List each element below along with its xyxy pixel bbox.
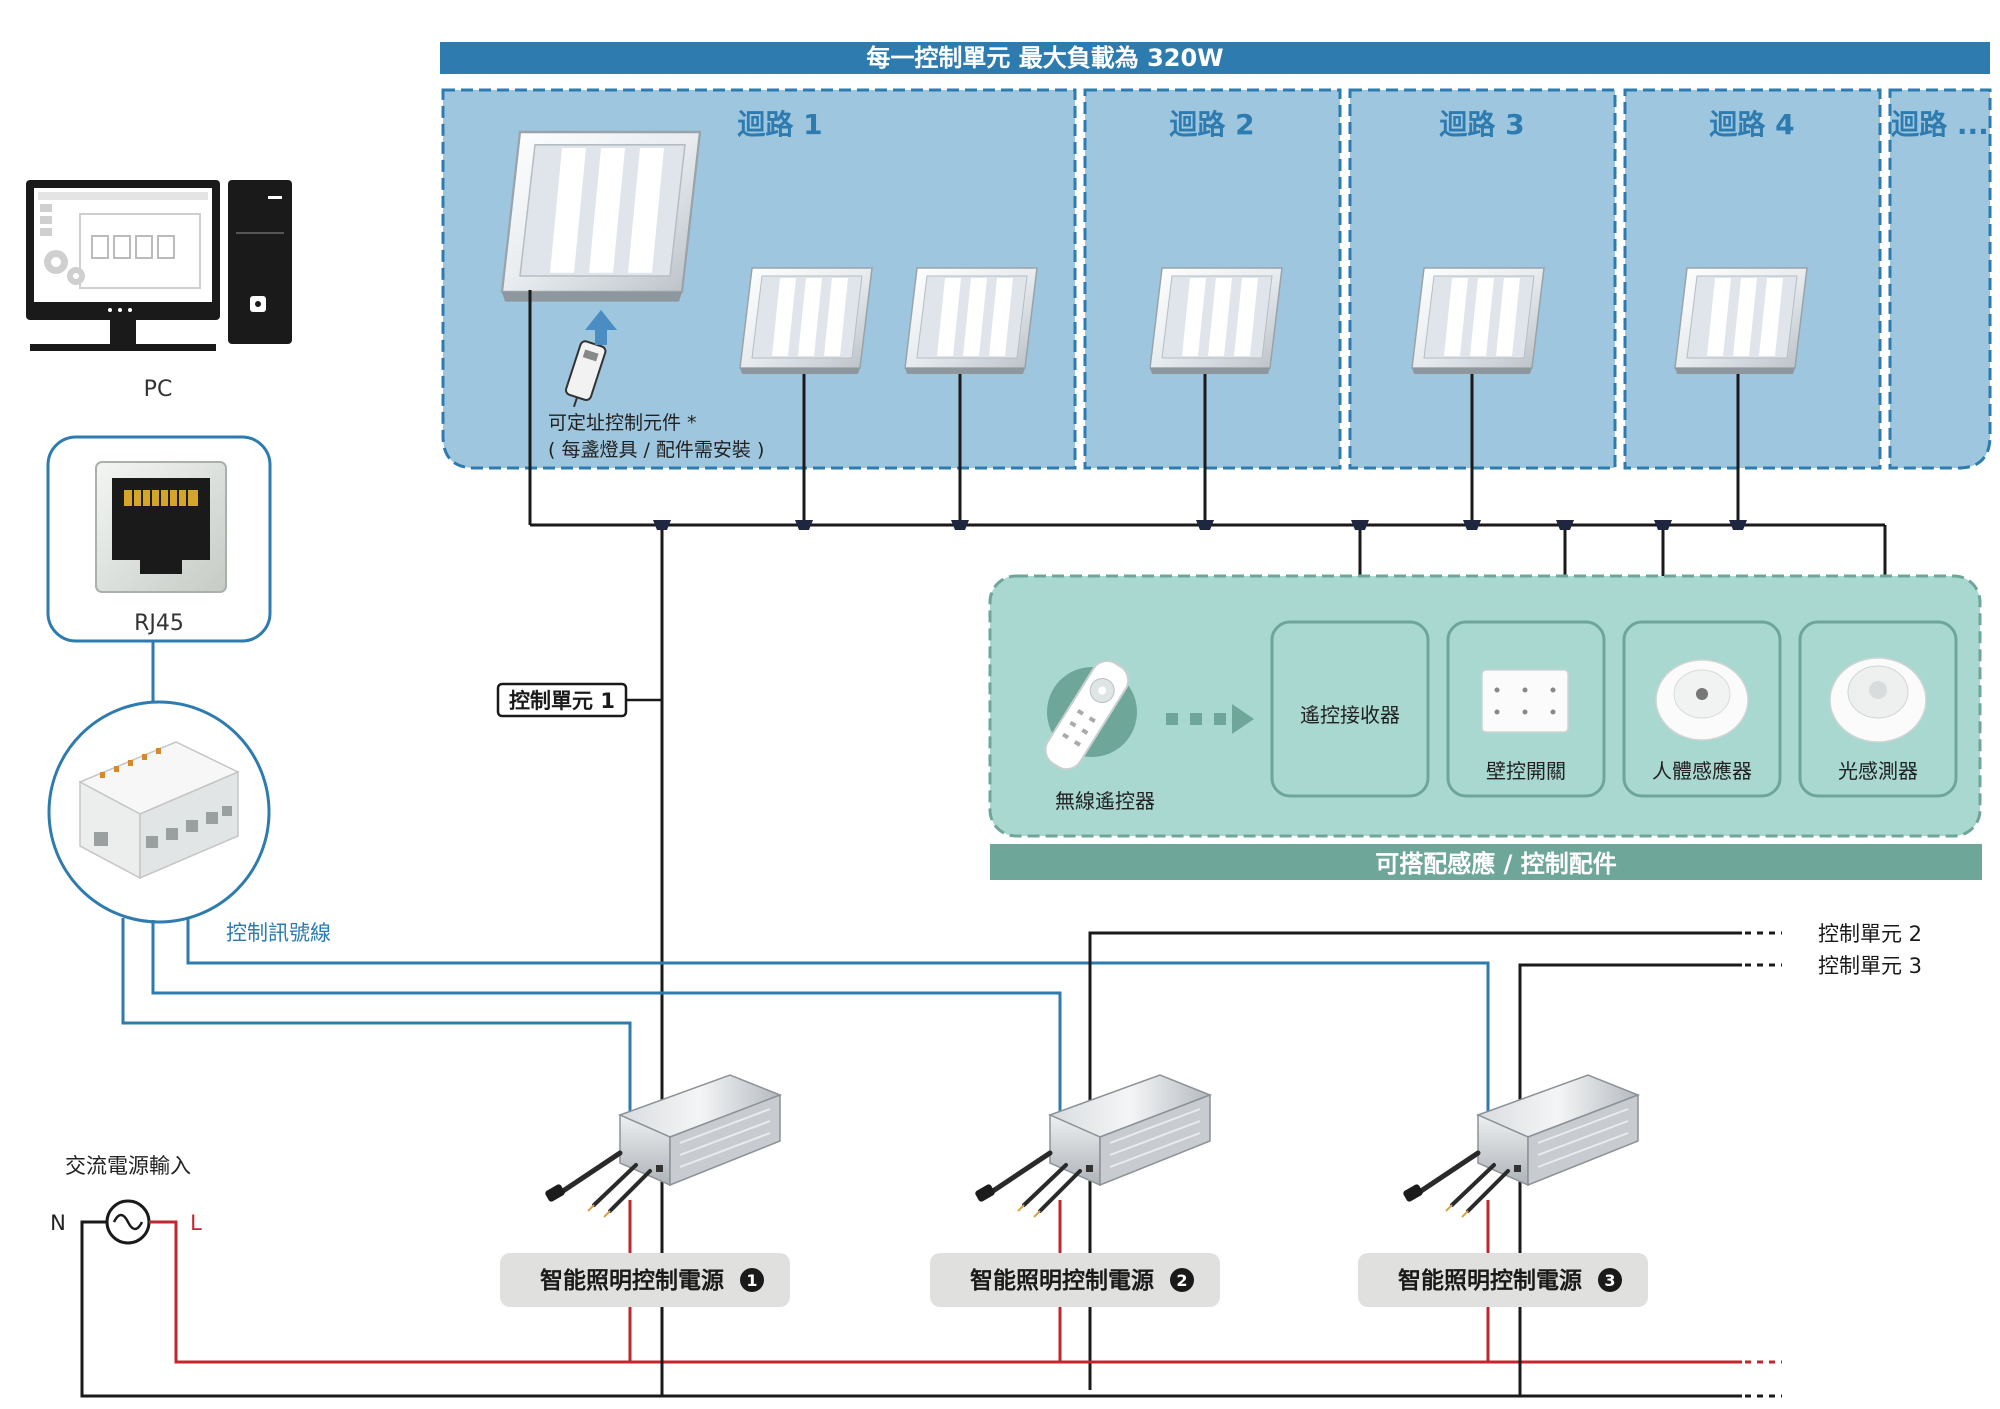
accessory-footer-bar <box>990 844 1982 880</box>
signal-wires <box>121 917 1490 1120</box>
addressable-note-line2: ( 每盞燈具 / 配件需安裝 ) <box>548 439 764 461</box>
control-unit-2-label: 控制單元 2 <box>1818 922 1922 946</box>
driver-2-label-pill: 智能照明控制電源 2 <box>930 1253 1220 1307</box>
control-unit-1-label: 控制單元 1 <box>509 689 615 713</box>
pir-sensor-label: 人體感應器 <box>1652 759 1752 783</box>
remote-icon <box>1044 660 1130 771</box>
light-sensor-label: 光感測器 <box>1838 759 1918 783</box>
driver-2-icon <box>974 1075 1210 1217</box>
loop-1-title: 迴路 1 <box>737 108 822 141</box>
pc-label: PC <box>144 377 173 402</box>
header-title: 每一控制單元 最大負載為 320W <box>866 44 1223 72</box>
driver-2-label: 智能照明控制電源 <box>970 1267 1154 1294</box>
addressable-note-line1: 可定址控制元件 * <box>548 412 697 434</box>
panel-light <box>1149 267 1283 375</box>
light-sensor-icon <box>1829 657 1927 743</box>
driver-2-number-badge <box>1170 1268 1194 1292</box>
rj45-port-icon <box>95 461 227 593</box>
panel-light <box>904 267 1038 375</box>
bus-tap <box>1196 520 1214 530</box>
neutral-wire <box>80 1220 1742 1398</box>
wall-switch-label: 壁控開關 <box>1486 759 1566 783</box>
pir-sensor-icon <box>1655 659 1749 741</box>
other-units-bus <box>1088 931 1742 1390</box>
panel-light <box>1411 267 1545 375</box>
wireless-remote-label: 無線遙控器 <box>1055 789 1155 813</box>
panel-light <box>739 267 873 375</box>
bus-tap <box>795 520 813 530</box>
addressable-module-icon <box>564 340 607 408</box>
driver-1-number-badge <box>740 1268 764 1292</box>
panel-light <box>1674 267 1808 375</box>
driver-3-label: 智能照明控制電源 <box>1398 1267 1582 1294</box>
loop-4-title: 迴路 4 <box>1709 108 1794 141</box>
driver-1-label-pill: 智能照明控制電源 1 <box>500 1253 790 1307</box>
bus-tap <box>1729 520 1747 530</box>
driver-3-label-pill: 智能照明控制電源 3 <box>1358 1253 1648 1307</box>
wall-switch-icon <box>1481 669 1569 733</box>
driver-1-number: 1 <box>746 1271 757 1290</box>
loop-more-title: 迴路 ... <box>1891 108 1989 141</box>
live-label: L <box>190 1211 202 1235</box>
driver-2-number: 2 <box>1176 1271 1187 1290</box>
bus-tap <box>1654 520 1672 530</box>
remote-receiver-label: 遙控接收器 <box>1300 703 1400 727</box>
panel-light-large <box>500 130 702 303</box>
signal-arrow-icon <box>1166 704 1254 734</box>
live-wire <box>149 1220 1742 1364</box>
bus-tap <box>1556 520 1574 530</box>
ac-wave-icon <box>112 1213 144 1231</box>
neutral-label: N <box>50 1211 66 1235</box>
driver-1-label: 智能照明控制電源 <box>540 1267 724 1294</box>
bus-tap <box>1463 520 1481 530</box>
loop-more-area <box>1888 88 1992 470</box>
accessory-footer-title: 可搭配感應 / 控制配件 <box>1375 850 1616 878</box>
bus-tap <box>1351 520 1369 530</box>
signal-line-label: 控制訊號線 <box>226 921 331 945</box>
driver-3-number: 3 <box>1604 1271 1615 1290</box>
rj45-label: RJ45 <box>134 611 184 636</box>
ac-input-label: 交流電源輸入 <box>65 1154 191 1178</box>
splitter-hub-icon <box>78 741 240 880</box>
loop-2-title: 迴路 2 <box>1169 108 1254 141</box>
arrow-up-icon <box>585 310 617 345</box>
pc-icon <box>26 180 292 351</box>
mains-continuation <box>1745 1360 1782 1398</box>
loop-3-title: 迴路 3 <box>1439 108 1524 141</box>
bus-tap <box>653 520 671 530</box>
other-units-continuation <box>1745 931 1782 967</box>
remote-receiver-box <box>1270 620 1430 798</box>
header-bar <box>440 42 1990 74</box>
driver-3-number-badge <box>1598 1268 1622 1292</box>
bus-tap <box>951 520 969 530</box>
control-unit-3-label: 控制單元 3 <box>1818 954 1922 978</box>
